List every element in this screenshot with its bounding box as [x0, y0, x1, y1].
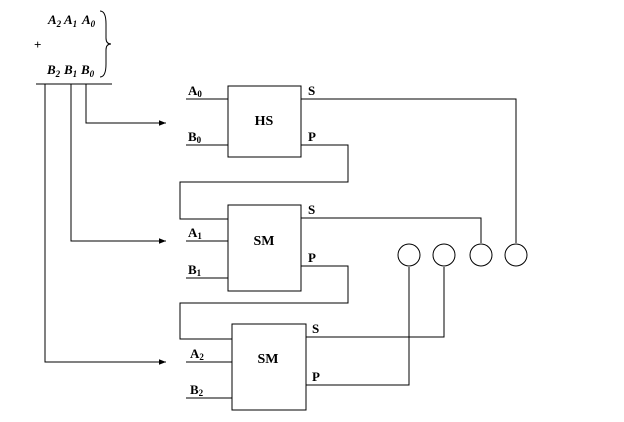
- carry-wire-hs-to-sm1: [179, 144, 349, 220]
- half-adder-block: HS A0 B0 S P: [186, 83, 316, 158]
- input-label-a2: A2: [190, 346, 204, 362]
- input-label-b0: B0: [188, 129, 202, 145]
- output-label-s: S: [312, 321, 319, 336]
- full-adder-block-2: SM A2 B2 S P: [186, 321, 320, 411]
- full-adder-box-2: [231, 323, 307, 411]
- output-indicator-carry: [397, 243, 421, 267]
- bit2-feed-arrow: [44, 84, 166, 365]
- bit-feed-lines: [44, 84, 166, 365]
- output-label-s: S: [308, 83, 315, 98]
- output-indicators: [397, 243, 528, 267]
- output-indicator-s2: [432, 243, 456, 267]
- plus-sign: +: [34, 37, 41, 52]
- output-wire-s0: [301, 98, 517, 243]
- output-wire-s2: [306, 267, 445, 338]
- block-label-sm-1: SM: [254, 234, 275, 249]
- output-label-p: P: [312, 369, 320, 384]
- full-adder-box-1: [227, 204, 302, 292]
- half-adder-box: [227, 85, 302, 158]
- bit1-feed-arrow: [70, 84, 166, 244]
- output-wire-s1: [301, 217, 482, 243]
- bit0-feed-arrow: [85, 84, 166, 126]
- input-label-a1: A1: [188, 225, 202, 241]
- output-label-p: P: [308, 250, 316, 265]
- operand-b1: B1: [63, 62, 77, 79]
- input-label-a0: A0: [188, 83, 202, 99]
- output-indicator-s0: [504, 243, 528, 267]
- input-label-b1: B1: [188, 262, 202, 278]
- block-label-sm-2: SM: [258, 352, 279, 367]
- operand-a2: A2: [47, 12, 62, 29]
- output-label-p: P: [308, 129, 316, 144]
- input-label-b2: B2: [190, 382, 204, 398]
- full-adder-block-1: SM A1 B1 S P: [186, 202, 316, 292]
- output-label-s: S: [308, 202, 315, 217]
- operand-b2: B2: [46, 62, 61, 79]
- output-wire-carry: [306, 267, 410, 386]
- block-label-hs: HS: [255, 114, 274, 129]
- output-indicator-s1: [469, 243, 493, 267]
- operand-a1: A1: [63, 12, 77, 29]
- curly-brace: [99, 10, 112, 78]
- operand-b0: B0: [80, 62, 95, 79]
- carry-wire-sm1-to-sm2: [179, 265, 349, 340]
- operand-expression: A2 A1 A0 + B2 B1 B0: [34, 10, 112, 85]
- operand-a0: A0: [81, 12, 96, 29]
